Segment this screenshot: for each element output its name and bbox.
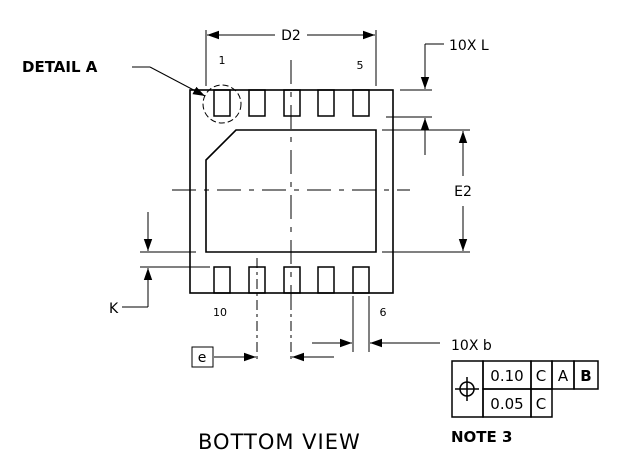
d2-dimension [205, 30, 377, 86]
fcf-row2-tolerance: 0.05 [490, 395, 523, 413]
e-label-box [191, 346, 214, 368]
pin-pad [283, 89, 301, 117]
pin-pad [213, 266, 231, 294]
detail-a-circle [202, 84, 242, 124]
e2-label: E2 [454, 184, 472, 200]
note-label: NOTE 3 [451, 428, 512, 446]
pin-pad [213, 89, 231, 117]
detail-a-leader [132, 66, 206, 97]
feature-control-frame [451, 360, 599, 418]
pin-pad [317, 266, 335, 294]
e2-dimension [382, 129, 470, 253]
fcf-row1-tolerance: 0.10 [490, 367, 523, 385]
d2-label: D2 [281, 28, 301, 44]
fcf-row1-datum-tertiary: B [580, 367, 591, 385]
fcf-row2-datum: C [536, 395, 546, 413]
pin-pad [317, 89, 335, 117]
b-label: 10X b [451, 338, 492, 354]
width-extension-lines [352, 296, 370, 352]
pin-1-label: 1 [219, 54, 226, 67]
pin-10-label: 10 [213, 306, 227, 319]
pin-5-label: 5 [357, 59, 364, 72]
pitch-extension-lines [256, 258, 292, 362]
k-dimension [122, 212, 210, 308]
position-icon [455, 377, 479, 401]
top-pin-row [213, 89, 370, 117]
pin-pad [352, 266, 370, 294]
fcf-row1-datum-secondary: A [558, 367, 569, 385]
l-dimension [386, 43, 444, 155]
pin-pad [352, 89, 370, 117]
pin-pad [283, 266, 301, 294]
fcf-row1-datum-primary: C [536, 367, 546, 385]
centerlines [172, 60, 410, 300]
k-label: K [109, 301, 119, 317]
exposed-pad [205, 129, 377, 253]
pin-6-label: 6 [380, 306, 387, 319]
view-title: BOTTOM VIEW [198, 430, 361, 454]
e-label: e [198, 350, 207, 366]
detail-a-label: DETAIL A [22, 58, 98, 76]
l-label: 10X L [449, 38, 489, 54]
pin-pad [248, 89, 266, 117]
